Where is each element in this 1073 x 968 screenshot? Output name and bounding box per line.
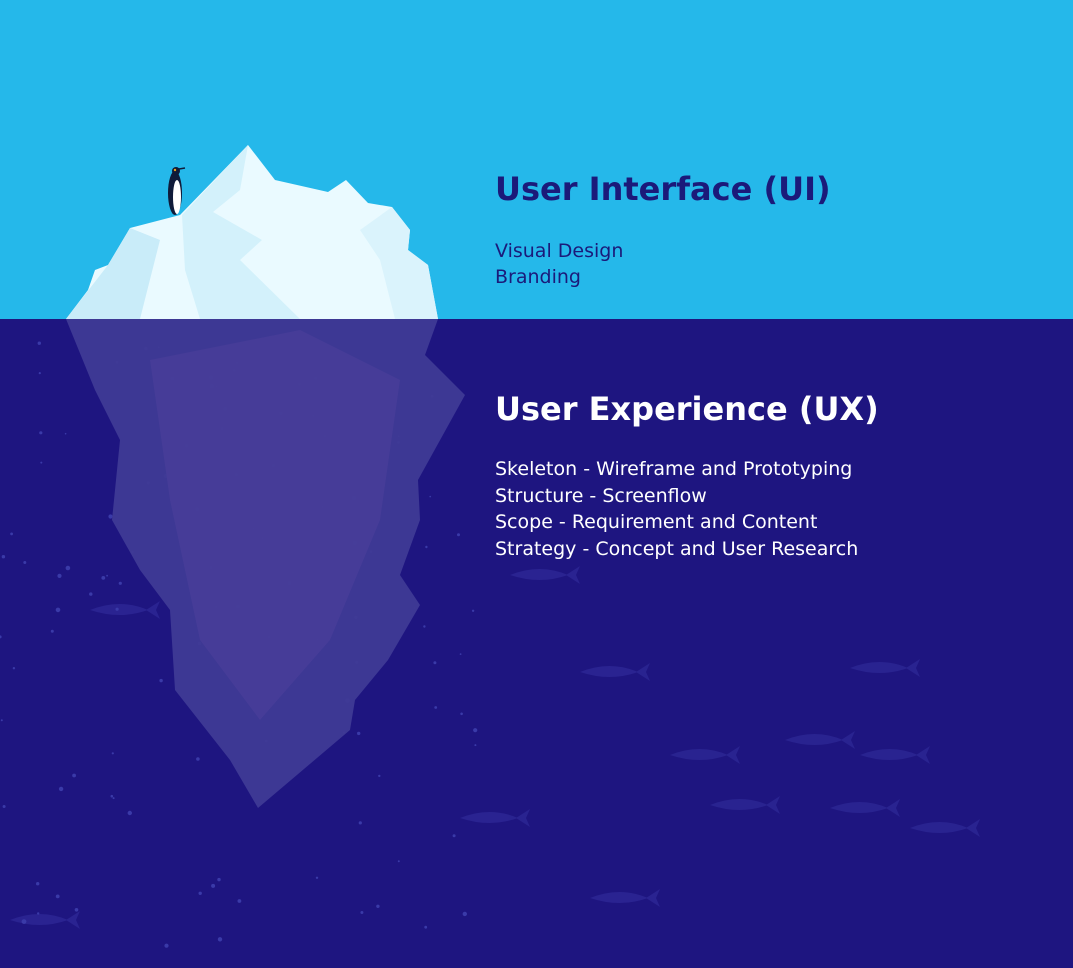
particle [36, 882, 40, 886]
fish-icon [510, 566, 580, 584]
particle [111, 752, 114, 755]
particle [12, 667, 16, 670]
iceberg-facet [360, 207, 438, 319]
particle [159, 678, 163, 683]
particle [37, 912, 40, 915]
particle [57, 573, 62, 579]
particle [198, 891, 202, 895]
ux-list: Skeleton - Wireframe and Prototyping Str… [495, 456, 858, 562]
fish-icon [90, 601, 160, 619]
ui-item-branding: Branding [495, 266, 581, 288]
particle [108, 514, 113, 519]
ux-item-strategy: Strategy - Concept and User Research [495, 537, 859, 560]
particle [358, 821, 362, 825]
particle [433, 661, 437, 665]
particle [127, 810, 132, 816]
fish-icon [460, 809, 530, 827]
iceberg-above-water [66, 145, 438, 319]
fish-icon [860, 746, 930, 764]
particle [74, 908, 79, 912]
particle [0, 719, 3, 722]
particle [164, 943, 169, 948]
particle [217, 877, 221, 882]
particle [110, 794, 114, 798]
particle [55, 894, 60, 899]
ui-item-visual-design: Visual Design [495, 240, 624, 262]
particle [64, 432, 67, 435]
particle [378, 774, 381, 778]
particle [434, 706, 438, 709]
iceberg-facet [66, 228, 160, 319]
particle [0, 635, 2, 639]
fish-icon [850, 659, 920, 677]
particle [473, 728, 478, 733]
particle [459, 653, 462, 655]
particle [423, 625, 426, 628]
ux-item-structure: Structure - Screenflow [495, 484, 707, 507]
penguin-icon [168, 167, 186, 215]
fish-icon [785, 731, 855, 749]
particle [462, 911, 467, 917]
fish-icon [670, 746, 740, 764]
fish-icon [710, 796, 780, 814]
fish-icon [590, 889, 660, 907]
particle [101, 576, 106, 580]
particle [424, 925, 428, 929]
particle [10, 532, 14, 536]
particle [55, 607, 61, 613]
ux-item-skeleton: Skeleton - Wireframe and Prototyping [495, 458, 853, 480]
particle [425, 545, 428, 549]
particle [58, 786, 64, 792]
particle [460, 712, 463, 716]
fish-icon [10, 911, 80, 929]
particle [115, 607, 119, 611]
iceberg-facet [182, 145, 300, 319]
particle [72, 773, 76, 778]
particle [21, 919, 27, 924]
particle [237, 899, 242, 903]
particle [196, 757, 200, 761]
particle [106, 574, 108, 577]
particle [39, 431, 43, 435]
particle [65, 565, 71, 571]
particle [474, 744, 477, 747]
particle [37, 341, 41, 345]
particle [118, 581, 122, 585]
ux-heading: User Experience (UX) [495, 390, 879, 428]
particle [452, 834, 456, 838]
particle [357, 731, 361, 736]
ux-item-scope: Scope - Requirement and Content [495, 511, 818, 533]
particle [89, 592, 93, 596]
particle [38, 372, 41, 375]
fish-school [10, 566, 980, 929]
particle [315, 876, 319, 879]
particle [376, 904, 380, 908]
particle [397, 860, 400, 863]
fish-icon [580, 663, 650, 681]
ui-list: Visual Design Branding [495, 238, 623, 290]
fish-icon [830, 799, 900, 817]
particle [429, 495, 432, 498]
iceberg-underwater-facet [150, 330, 400, 720]
particle [2, 805, 6, 808]
particle [211, 883, 216, 888]
particle [1, 555, 6, 559]
particle [457, 533, 460, 537]
particle [360, 911, 364, 914]
particle [217, 937, 223, 942]
particle [40, 461, 43, 464]
particle [112, 797, 115, 800]
particle [50, 629, 54, 633]
ui-heading: User Interface (UI) [495, 170, 831, 208]
particle [23, 561, 27, 564]
particle [471, 609, 475, 612]
fish-icon [910, 819, 980, 837]
